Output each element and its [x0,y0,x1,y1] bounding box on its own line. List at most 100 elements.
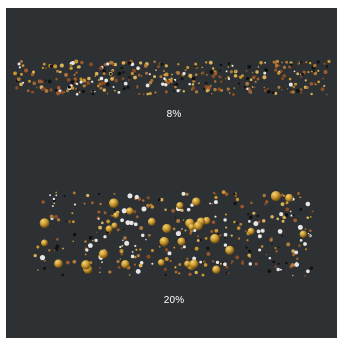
gold-sphere [225,245,235,255]
glitter-speck [228,92,231,94]
glitter-speck [117,71,122,76]
glitter-speck [148,73,151,76]
glitter-speck [13,71,17,76]
silver-sparkle [305,201,311,207]
glitter-speck [281,61,283,64]
glitter-speck [75,92,79,96]
glitter-speck [67,85,71,89]
glitter-speck [71,61,75,65]
glitter-speck [309,216,312,218]
gold-sphere [147,217,156,226]
glitter-speck [146,254,151,259]
glitter-speck [121,244,124,247]
glitter-speck [160,62,164,66]
glitter-speck [203,263,208,267]
glitter-speck [111,70,114,72]
glitter-speck [199,238,202,241]
glitter-speck [192,79,196,83]
glitter-speck [288,82,293,87]
glitter-speck [90,90,93,93]
glitter-speck [202,87,206,90]
glitter-speck [164,64,168,68]
glitter-speck [213,80,217,83]
glitter-speck [233,87,236,90]
gold-sphere [113,212,120,219]
glitter-speck [119,249,124,254]
glitter-speck [304,275,307,277]
glitter-speck [202,260,206,263]
glitter-speck [209,202,212,205]
silver-sparkle [39,255,46,261]
glitter-speck [172,80,175,83]
glitter-speck [188,272,192,276]
glitter-speck [276,217,280,221]
glitter-speck [158,245,161,248]
glitter-speck [89,62,93,67]
glitter-speck [70,63,73,67]
glitter-speck [112,85,115,89]
glitter-speck [213,200,218,205]
glitter-speck [164,273,167,277]
glitter-speck [17,74,20,76]
glitter-speck [159,75,163,79]
glitter-speck [182,71,186,75]
glitter-speck [245,81,250,86]
gold-sphere [81,260,91,270]
glitter-speck [298,244,301,247]
glitter-speck [223,262,227,267]
glitter-speck [282,74,287,78]
glitter-speck [54,89,58,92]
glitter-speck [272,260,276,264]
glitter-speck [160,82,165,86]
glitter-speck [282,215,285,218]
glitter-speck [270,215,274,219]
glitter-speck [171,208,176,213]
glitter-speck [325,65,329,68]
dark-display-panel: 8% 20% [6,8,337,338]
gold-sphere [111,222,118,229]
glitter-speck [241,260,245,263]
glitter-speck [19,72,23,76]
glitter-speck [177,63,180,66]
silver-sparkle [141,206,147,212]
glitter-speck [252,211,256,215]
silver-sparkle [124,240,130,246]
glitter-speck [153,60,156,63]
glitter-speck [97,192,101,196]
glitter-speck [35,86,38,89]
glitter-speck [56,237,59,241]
glitter-speck [309,82,314,86]
glitter-speck [185,257,189,261]
glitter-speck [311,210,314,213]
glitter-speck [262,193,266,198]
glitter-speck [234,194,238,198]
glitter-speck [72,191,76,195]
glitter-speck [65,89,69,93]
gold-sphere [176,201,184,210]
silver-sparkle [120,218,124,223]
gold-sphere [184,260,191,268]
glitter-speck [220,88,224,92]
glitter-speck [293,70,296,73]
glitter-speck [137,73,141,77]
glitter-speck [265,253,268,256]
glitter-speck [92,90,95,92]
glitter-speck [235,255,240,260]
glitter-speck [53,199,56,203]
glitter-speck [290,263,295,268]
glitter-speck [277,85,281,89]
gold-sphere [159,236,169,247]
glitter-speck [49,88,53,92]
glitter-speck [145,238,147,241]
glitter-speck [305,86,309,89]
glitter-speck [114,78,118,83]
glitter-speck [102,72,106,76]
glitter-speck [327,59,331,64]
glitter-speck [19,82,23,87]
glitter-speck [79,77,83,81]
glitter-speck [163,73,166,76]
glitter-speck [253,86,256,89]
glitter-speck [301,72,304,76]
glitter-speck [84,240,87,243]
